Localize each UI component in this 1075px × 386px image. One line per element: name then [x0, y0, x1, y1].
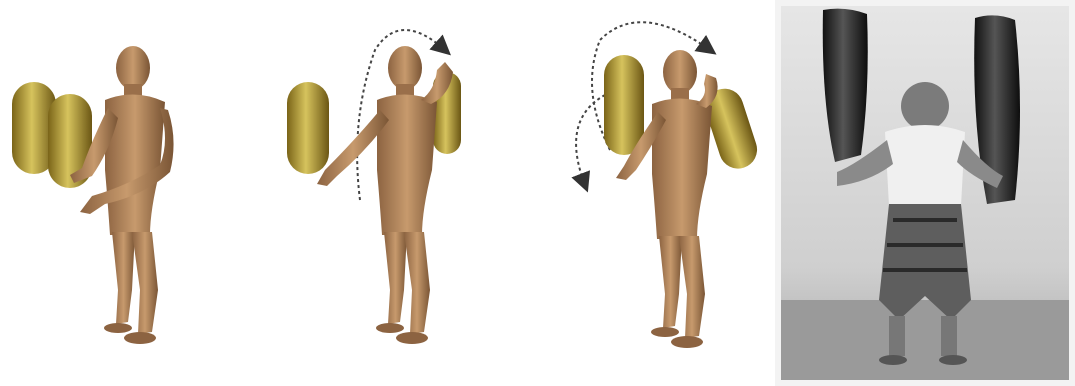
swing-arrow-inner	[576, 95, 605, 185]
figure-pose-3	[540, 0, 770, 386]
right-foot	[124, 332, 156, 344]
left-leg	[112, 232, 135, 324]
pose-panel-1	[0, 0, 250, 386]
photo-floor	[781, 300, 1069, 380]
man-right-leg	[941, 316, 957, 356]
right-leg	[679, 236, 705, 338]
left-foot	[376, 323, 404, 333]
right-foot	[396, 332, 428, 344]
right-foot	[671, 336, 703, 348]
left-foot	[651, 327, 679, 337]
head	[116, 46, 150, 90]
man-left-foot	[879, 355, 907, 365]
man-shirt	[885, 125, 965, 206]
club-left	[287, 82, 329, 174]
head	[388, 46, 422, 90]
left-leg	[384, 232, 407, 324]
pose-panel-2	[265, 0, 515, 386]
man-right-foot	[939, 355, 967, 365]
figure-pose-2	[265, 0, 515, 386]
club-left	[604, 55, 644, 155]
right-leg	[132, 232, 158, 334]
left-leg	[659, 236, 682, 328]
left-foot	[104, 323, 132, 333]
man-left-leg	[889, 316, 905, 356]
historic-photo	[775, 0, 1075, 386]
torso	[377, 94, 437, 235]
right-leg	[404, 232, 430, 334]
man-head	[901, 82, 949, 130]
photo-man-with-clubs	[775, 0, 1075, 386]
head	[663, 50, 697, 94]
figure-pose-1	[0, 0, 250, 386]
pose-panel-3	[540, 0, 770, 386]
